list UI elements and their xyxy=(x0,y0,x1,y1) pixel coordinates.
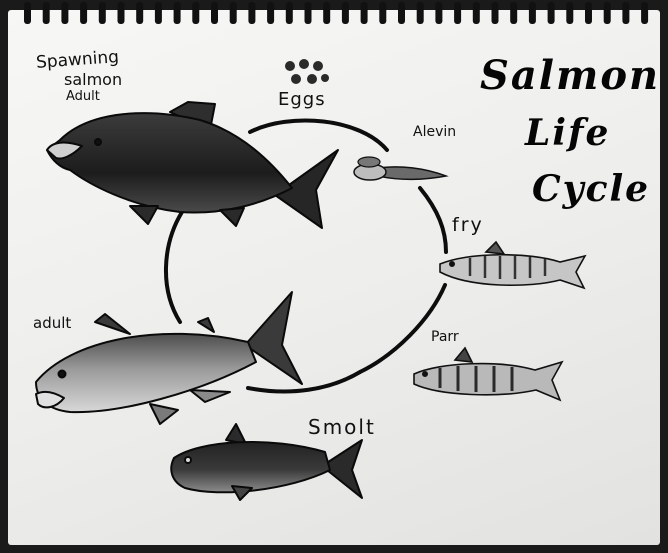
eggs-icon xyxy=(285,59,329,84)
smolt-icon xyxy=(171,424,362,500)
fry-icon xyxy=(440,242,585,288)
adult-salmon-icon xyxy=(36,292,302,424)
alevin-icon xyxy=(354,157,446,180)
parr-icon xyxy=(414,348,562,400)
